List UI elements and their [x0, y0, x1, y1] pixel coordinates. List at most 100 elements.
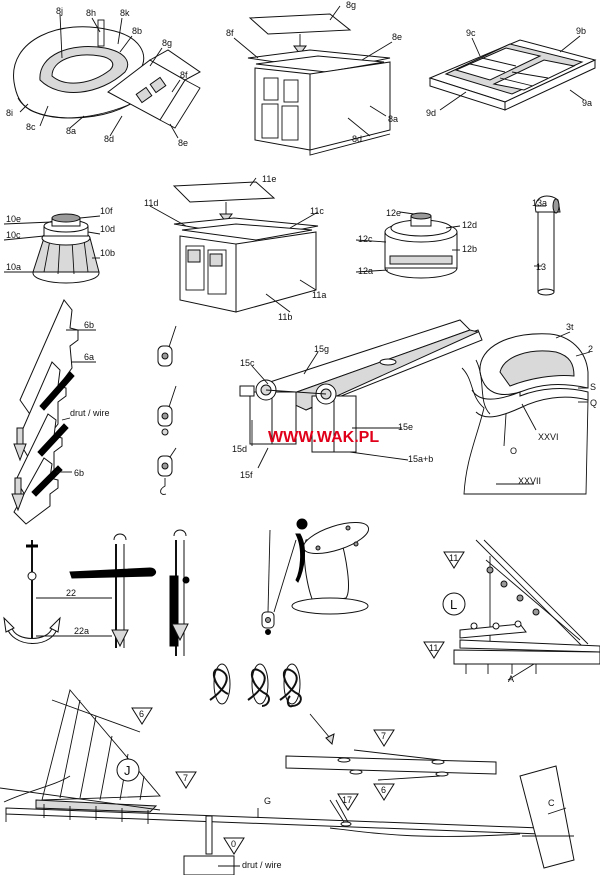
- part-8-curved-assembly: 8j 8h 8k 8b 8g 8f 8i 8c 8a 8d 8e: [6, 6, 201, 148]
- label-11c: 11c: [310, 206, 324, 216]
- label-S: S: [590, 382, 596, 392]
- label-XXVII: XXVII: [518, 476, 541, 486]
- label-drut-wire-b: drut / wire: [242, 860, 282, 870]
- label-8b: 8b: [132, 26, 142, 36]
- label-15f: 15f: [240, 470, 253, 480]
- label-10d: 10d: [100, 224, 115, 234]
- label-8g: 8g: [162, 38, 172, 48]
- label-10f: 10f: [100, 206, 113, 216]
- label-drut-wire: drut / wire: [70, 408, 110, 418]
- label-6a: 6a: [84, 352, 94, 362]
- label-8e: 8e: [178, 138, 188, 148]
- triangle-marker-11-b-label: 11: [429, 643, 438, 653]
- label-8d: 8d: [104, 134, 114, 144]
- label-C: C: [548, 798, 555, 808]
- triangle-marker-11-b: [423, 641, 445, 659]
- label-A: A: [508, 674, 514, 684]
- label-O: O: [510, 446, 517, 456]
- detail-circle-L-label: L: [450, 597, 457, 612]
- label-11b: 11b: [278, 312, 292, 322]
- triangle-marker-17-label: 17: [342, 795, 352, 805]
- triangle-marker-7: [373, 729, 395, 747]
- triangle-marker-7-label: 7: [381, 731, 386, 741]
- triangle-marker-6-a-label: 6: [139, 709, 144, 719]
- part-11-small-deckhouse: 11e 11d 11c 11a 11b: [144, 174, 326, 322]
- label-8e-b: 8e: [392, 32, 402, 42]
- triangle-marker-6-label: 6: [381, 785, 386, 795]
- label-12c: 12c: [358, 234, 373, 244]
- part-15-carriage: 15c 15g 15e 15d 15f 15a+b: [232, 319, 483, 480]
- label-13a: 13a: [532, 198, 547, 208]
- label-15d: 15d: [232, 444, 247, 454]
- label-6b: 6b: [84, 320, 94, 330]
- label-9d: 9d: [426, 108, 436, 118]
- label-11e: 11e: [262, 174, 276, 184]
- label-10b: 10b: [100, 248, 115, 258]
- label-8c: 8c: [26, 122, 36, 132]
- detail-circle-J: [116, 758, 140, 782]
- label-8j: 8j: [56, 6, 63, 16]
- triangle-marker-7-a: [175, 771, 197, 789]
- label-10a: 10a: [6, 262, 21, 272]
- label-2: 2: [588, 344, 593, 354]
- label-9a: 9a: [582, 98, 592, 108]
- label-15c: 15c: [240, 358, 255, 368]
- part-bow-section: 3t 2 S Q XXVI O XXVII: [461, 322, 597, 495]
- label-15e: 15e: [398, 422, 413, 432]
- label-6b-b: 6b: [74, 468, 84, 478]
- label-10e: 10e: [6, 214, 21, 224]
- triangle-marker-17: [337, 793, 359, 811]
- part-C-mast: C: [519, 765, 575, 869]
- label-9b: 9b: [576, 26, 586, 36]
- label-12e: 12e: [386, 208, 401, 218]
- part-plank-detail: 7 6: [285, 729, 497, 801]
- triangle-marker-11: [443, 551, 465, 569]
- label-8g-b: 8g: [346, 0, 356, 10]
- label-Q: Q: [590, 398, 597, 408]
- triangle-marker-0-label: 0: [231, 839, 236, 849]
- label-11a: 11a: [312, 290, 326, 300]
- brand-watermark: WWW.WAK.PL: [268, 429, 379, 446]
- triangle-marker-6-a: [131, 707, 153, 725]
- part-9-skylight: 9c 9b 9d 9a: [426, 26, 597, 118]
- part-6-laminated-layers: 6b 6a drut / wire 6b: [11, 299, 110, 525]
- label-22a: 22a: [74, 626, 89, 636]
- label-8f-b: 8f: [226, 28, 234, 38]
- part-mast-stand: [261, 518, 370, 635]
- label-XXVI: XXVI: [538, 432, 559, 442]
- label-8i: 8i: [6, 108, 13, 118]
- label-12d: 12d: [462, 220, 477, 230]
- triangle-marker-11-label: 11: [449, 553, 458, 563]
- triangle-marker-7-a-label: 7: [183, 773, 188, 783]
- label-8k: 8k: [120, 8, 130, 18]
- part-22-anchor: 22 22a: [3, 540, 112, 644]
- label-10c: 10c: [6, 230, 21, 240]
- label-9c: 9c: [466, 28, 476, 38]
- detail-J-yard-sail: J 6 7 G 0 drut / wire 17: [0, 689, 541, 875]
- part-13-vent: 13a 13: [532, 195, 561, 296]
- part-8-deckhouse: 8g 8f 8e 8a 8d: [226, 0, 402, 156]
- label-8h: 8h: [86, 8, 96, 18]
- triangle-marker-0: [223, 837, 245, 855]
- label-8d-b: 8d: [352, 134, 362, 144]
- part-12-round-hatch: 12e 12d 12c 12b 12a: [355, 208, 477, 279]
- label-15ab: 15a+b: [408, 454, 433, 464]
- detail-circle-L: [442, 592, 466, 616]
- part-anchor-stocks: [69, 529, 190, 656]
- part-knots-sequence: [209, 663, 335, 746]
- label-8a: 8a: [66, 126, 76, 136]
- label-8a-b: 8a: [388, 114, 398, 124]
- triangle-marker-6: [373, 783, 395, 801]
- label-11d: 11d: [144, 198, 158, 208]
- part-blocks-sequence: [157, 325, 177, 495]
- label-G: G: [264, 796, 271, 806]
- label-3t: 3t: [566, 322, 574, 332]
- label-15g: 15g: [314, 344, 329, 354]
- detail-circle-J-label: J: [124, 763, 131, 778]
- part-10-capstan: 10e 10f 10c 10d 10a 10b: [3, 206, 115, 284]
- label-22: 22: [66, 588, 76, 598]
- detail-L-rigging: L 11 11 A: [423, 539, 600, 684]
- label-12a: 12a: [358, 266, 373, 276]
